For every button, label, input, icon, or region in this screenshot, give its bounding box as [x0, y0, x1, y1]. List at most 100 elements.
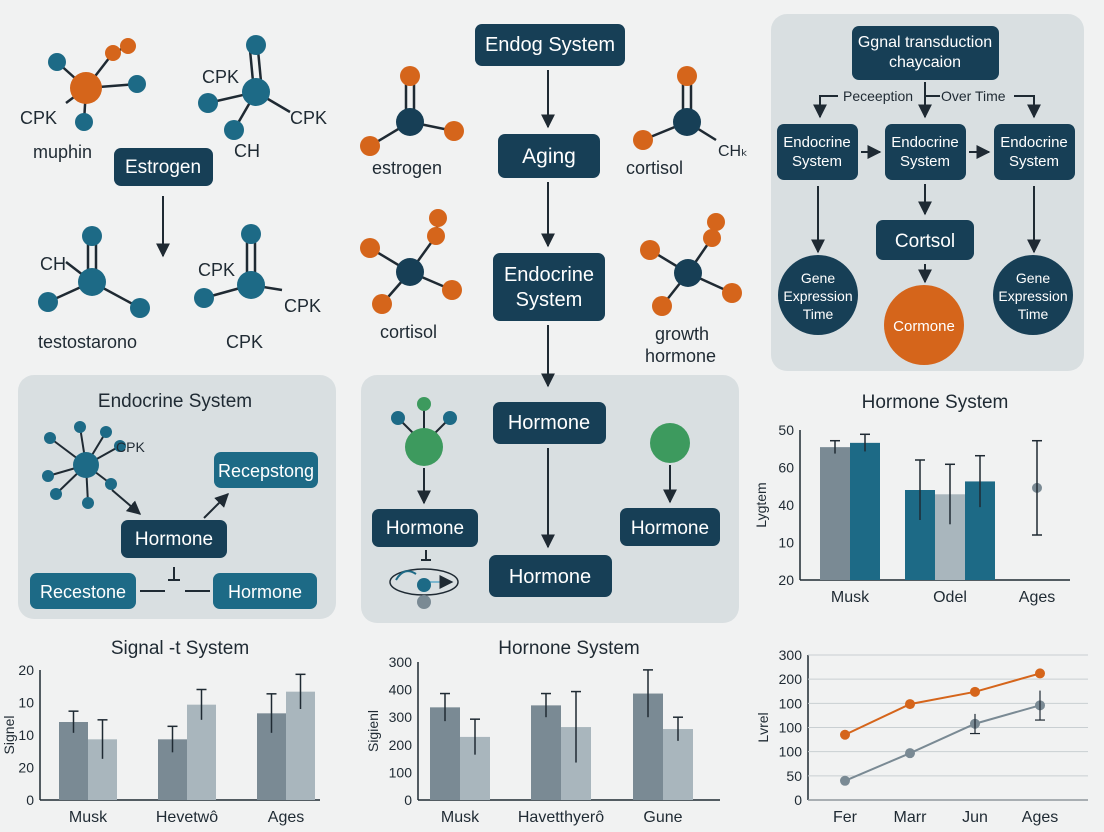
atom — [429, 209, 447, 227]
signal-endocrine-2-l1: Endocrine — [891, 134, 959, 151]
endocrine-panel-title: Endocrine System — [98, 391, 252, 412]
atom — [444, 121, 464, 141]
gene-expression-node-left — [778, 255, 858, 335]
atom — [396, 258, 424, 286]
atom — [372, 294, 392, 314]
hormone-box-endocrine-right — [213, 573, 317, 609]
signal-endocrine-1-l1: Endocrine — [783, 134, 851, 151]
label-cpk: CPK — [226, 332, 263, 352]
signal-endocrine-2-l2: System — [900, 153, 950, 170]
atom — [50, 488, 62, 500]
label-muphin: muphin — [33, 142, 92, 162]
atom-green — [650, 423, 690, 463]
gene-left-l3: Time — [803, 306, 834, 322]
atom — [42, 470, 54, 482]
signal-title-line1: Ggnal transduction — [858, 34, 992, 51]
recestone-box — [30, 573, 136, 609]
atom — [74, 421, 86, 433]
over-time-label: Over Time — [941, 88, 1006, 104]
atom — [427, 227, 445, 245]
molecule-muphin-atoms — [48, 38, 146, 131]
recestone-label: Recestone — [40, 582, 126, 602]
atom — [443, 411, 457, 425]
arrow — [203, 493, 229, 519]
y-tick-label: 100 — [389, 764, 413, 780]
x-tick-label: Hevetwô — [156, 809, 218, 826]
series-line — [844, 704, 1041, 782]
atom — [82, 497, 94, 509]
signal-endocrine-3-l2: System — [1009, 153, 1059, 170]
label-testostarono: testostarono — [38, 332, 137, 352]
gene-left-l2: Expression — [783, 288, 852, 304]
aging-box — [498, 134, 600, 178]
perception-label: Peceeption — [843, 88, 913, 104]
label-cpk: CPK — [116, 439, 145, 455]
bar — [187, 704, 216, 800]
atom — [198, 93, 218, 113]
series-line — [844, 672, 1041, 736]
atom — [360, 238, 380, 258]
atom — [100, 426, 112, 438]
bar — [286, 691, 315, 800]
y-axis-label: Signel — [1, 716, 17, 755]
label-estrogen: estrogen — [372, 158, 442, 178]
atom — [677, 66, 697, 86]
inhibit-connector — [421, 550, 431, 561]
hormone-box-left — [372, 509, 478, 547]
label-cpk: CPK — [284, 296, 321, 316]
y-tick-label: 0 — [404, 792, 412, 808]
atom — [360, 136, 380, 156]
y-tick-label: 40 — [778, 497, 794, 513]
y-tick-label: 20 — [18, 760, 34, 776]
y-tick-label: 10 — [18, 695, 34, 711]
atom — [391, 411, 405, 425]
x-tick-label: Gune — [643, 809, 682, 826]
cortsol-box — [876, 220, 974, 260]
atom — [44, 432, 56, 444]
inhibit-connector — [140, 567, 210, 592]
x-tick-label: Havetthyerô — [518, 809, 604, 826]
atom — [237, 271, 265, 299]
gene-left-l1: Gene — [801, 270, 835, 286]
y-tick-label: 300 — [779, 647, 803, 663]
x-tick-label: Ages — [268, 809, 304, 826]
y-tick-label: 200 — [389, 737, 413, 753]
y-tick-label: 300 — [389, 709, 413, 725]
hormone-panel — [361, 375, 739, 623]
signal-title-box — [852, 26, 999, 80]
signal-title-line2: chaycaion — [889, 54, 961, 71]
hormone-label-left: Hormone — [386, 518, 464, 539]
cormone-node — [884, 285, 964, 365]
label-growth: growth — [655, 324, 709, 344]
x-tick-label: Jun — [962, 809, 988, 826]
bar — [59, 722, 88, 800]
label-cortisol: cortisol — [380, 322, 437, 342]
bar — [531, 705, 561, 800]
x-tick-label: Fer — [833, 809, 858, 826]
atom — [674, 259, 702, 287]
endog-system-box — [475, 24, 625, 66]
y-tick-label: 50 — [786, 768, 802, 784]
atom — [405, 428, 443, 466]
signal-endocrine-box-2 — [885, 124, 966, 180]
hormone-box-endocrine — [121, 520, 227, 558]
bar — [820, 447, 850, 580]
hormone-label-bottom: Hormone — [509, 566, 591, 588]
y-tick-label: 100 — [779, 720, 803, 736]
data-point — [840, 729, 850, 740]
atom — [652, 296, 672, 316]
chart-title: Signal -t System — [111, 638, 249, 659]
label-cpk: CPK — [198, 260, 235, 280]
data-point — [1035, 668, 1045, 679]
endocrine-system-box — [493, 253, 605, 321]
cortsol-label: Cortsol — [895, 231, 955, 252]
signal-endocrine-3-l1: Endocrine — [1000, 134, 1068, 151]
arrow — [1014, 95, 1041, 119]
atom — [400, 66, 420, 86]
cycle-icon — [389, 568, 459, 609]
atom — [242, 78, 270, 106]
data-point — [970, 686, 980, 697]
